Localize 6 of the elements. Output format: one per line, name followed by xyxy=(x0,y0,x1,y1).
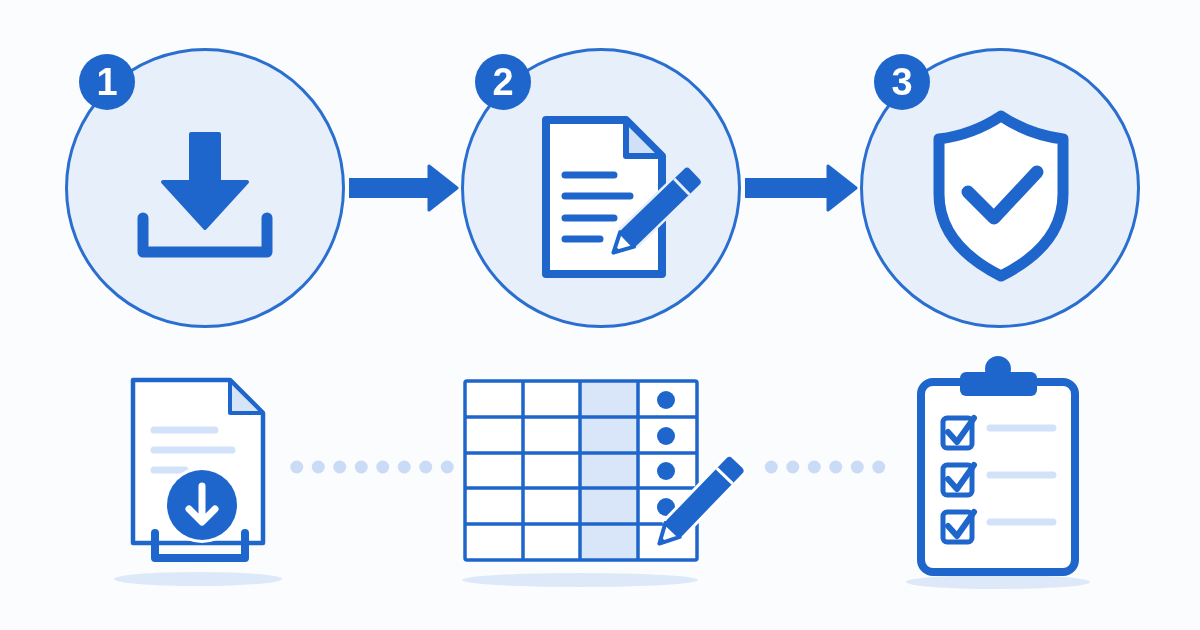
arrow xyxy=(745,164,858,212)
document-download-illustration xyxy=(112,375,284,587)
step-number-badge: 1 xyxy=(79,54,135,110)
step-number-badge: 2 xyxy=(475,54,531,110)
step-number-badge: 3 xyxy=(874,54,930,110)
arrow xyxy=(349,164,459,212)
